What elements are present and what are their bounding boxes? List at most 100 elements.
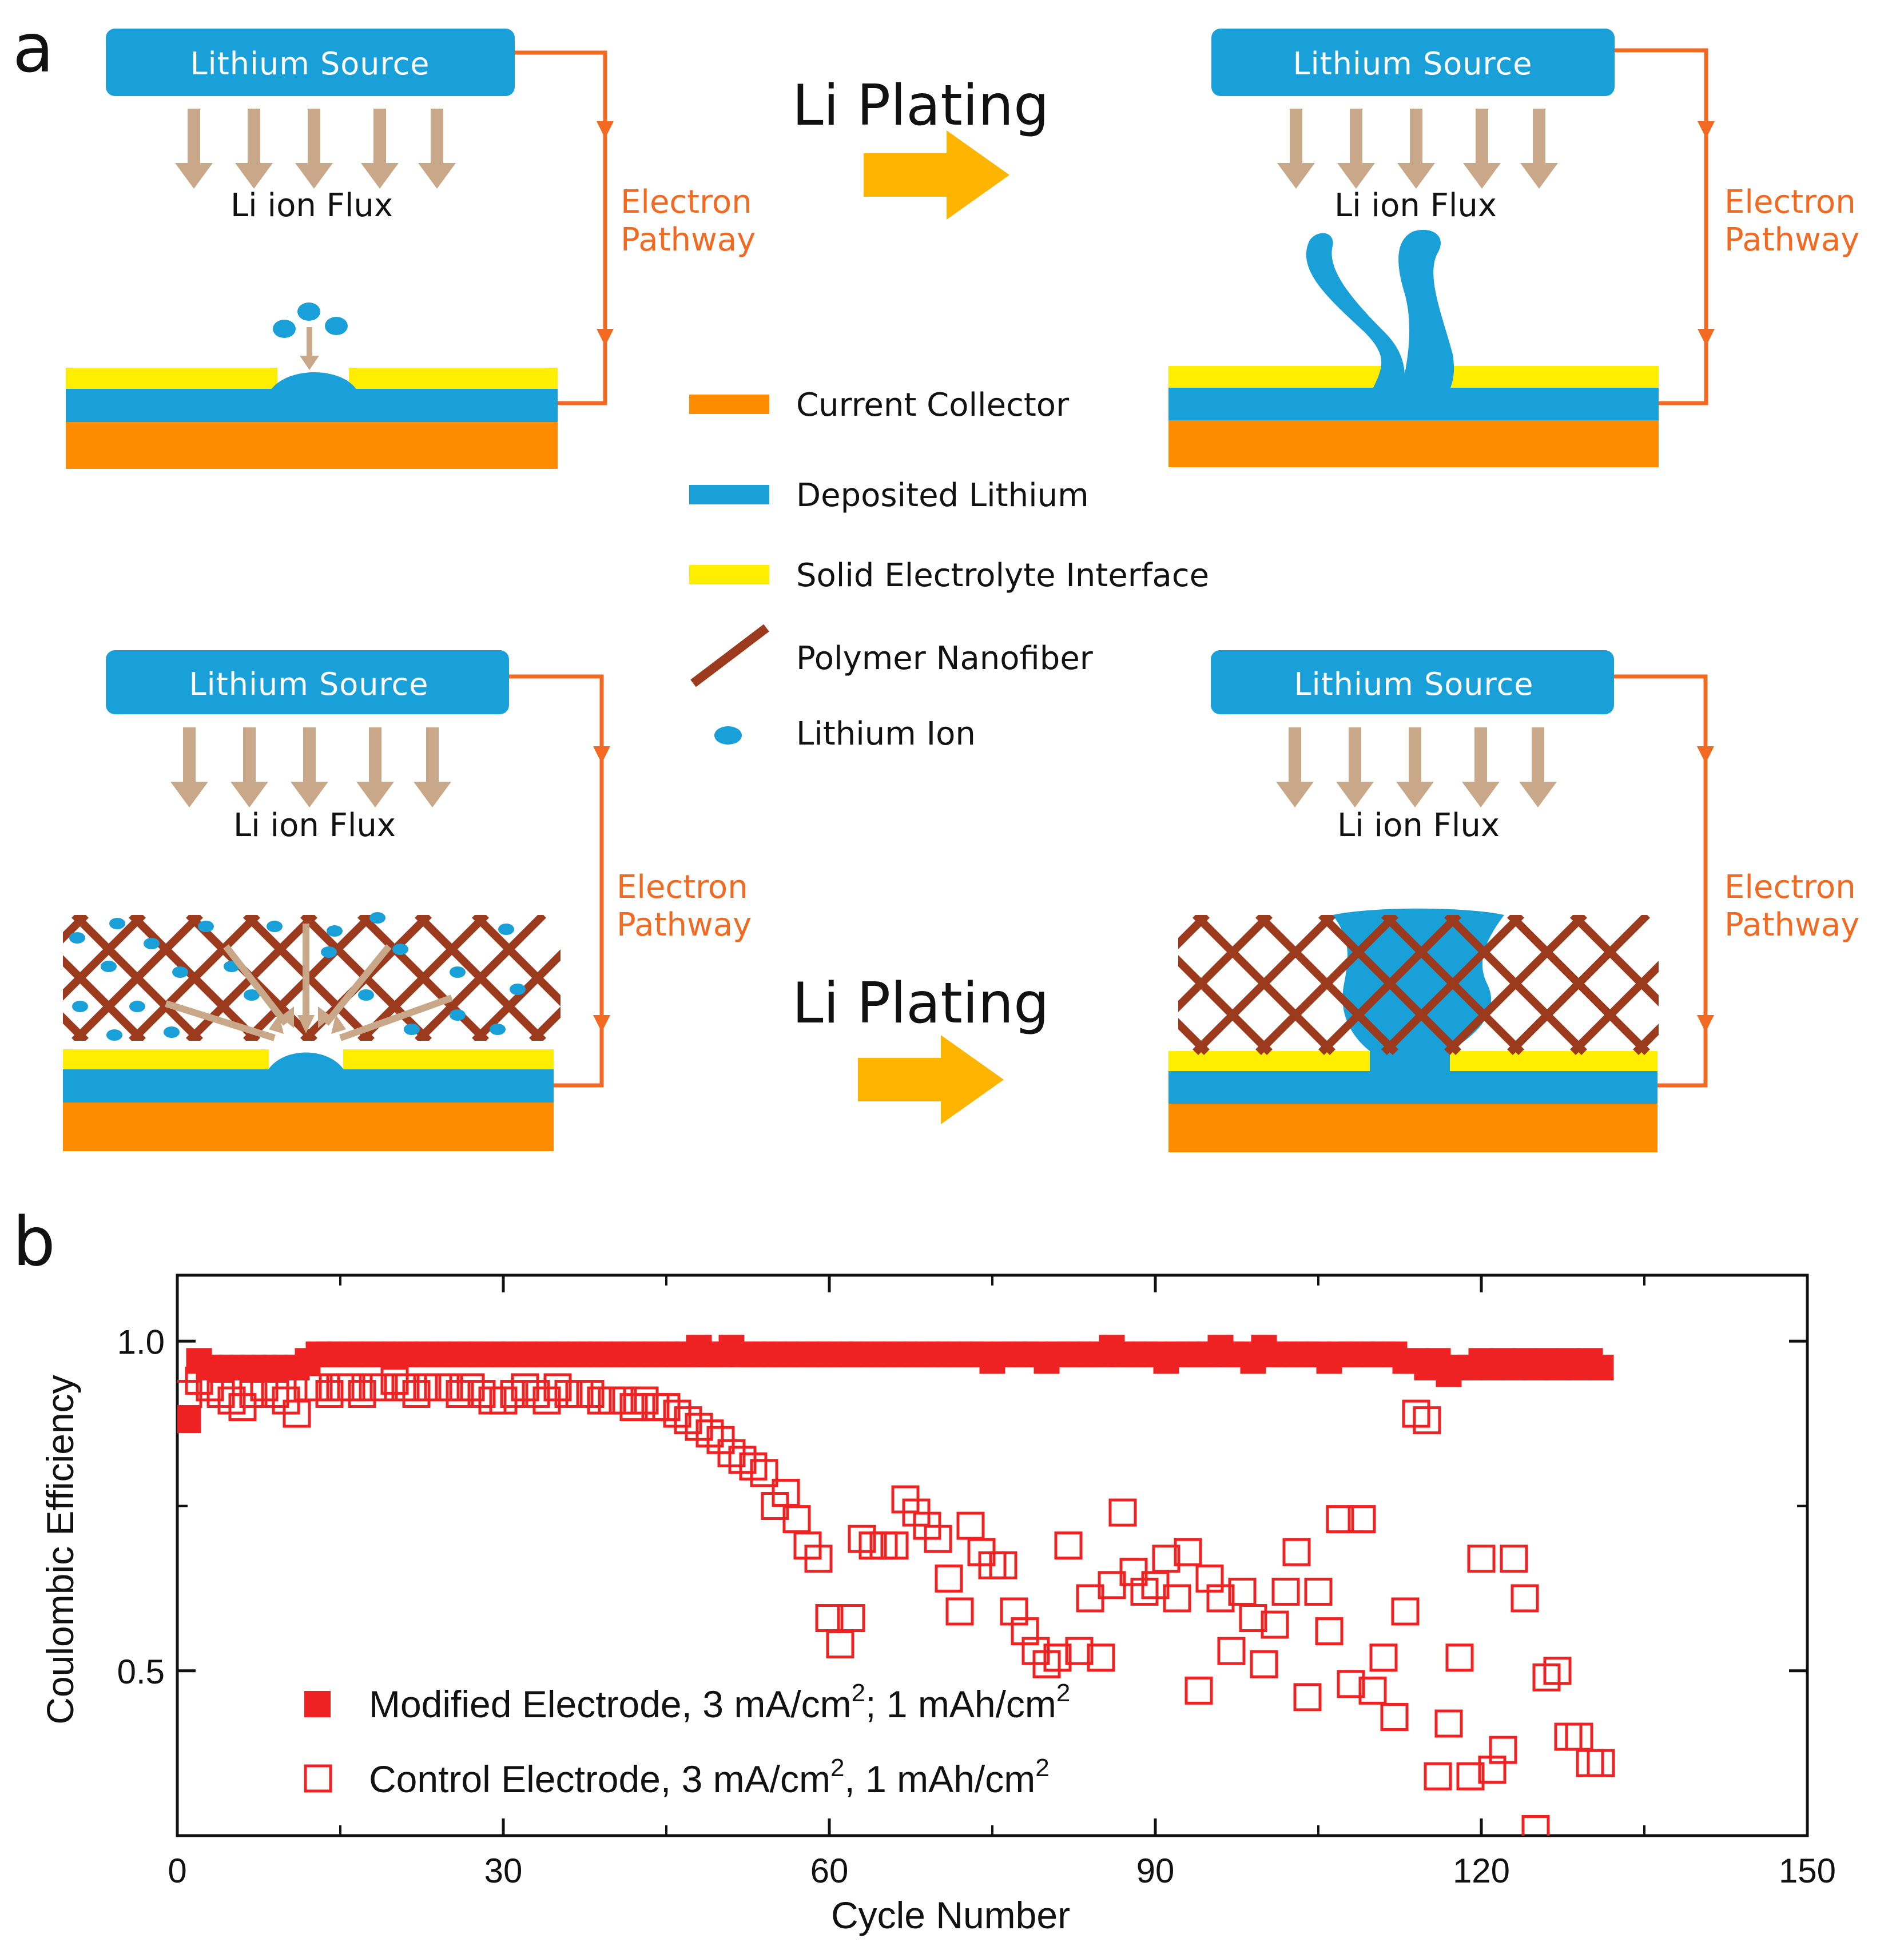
control-electrode-point — [261, 1380, 289, 1408]
polymer-nanofiber-mesh — [1178, 915, 1659, 1055]
scene-bottom-left: Lithium Source Li ion Flux Electron Path… — [63, 650, 752, 1151]
control-electrode-point — [543, 1373, 572, 1402]
legend-marker-modified — [304, 1691, 331, 1717]
flux-arrows — [170, 727, 451, 807]
control-electrode-point — [837, 1604, 865, 1633]
control-electrode-point — [1369, 1643, 1398, 1672]
control-electrode-point — [348, 1380, 376, 1408]
control-electrode-point — [989, 1551, 1017, 1579]
lithium-source-label: Lithium Source — [1294, 666, 1534, 702]
lithium-source-box — [1211, 650, 1614, 714]
current-collector — [1168, 420, 1659, 467]
control-electrode-point — [1424, 1762, 1452, 1790]
lithium-ion — [273, 320, 296, 338]
lithium-source-label: Lithium Source — [1293, 46, 1533, 82]
electron-pathway-line — [509, 674, 604, 1088]
panel-a-label: a — [13, 9, 54, 87]
lithium-ion — [325, 317, 348, 335]
sei-layer — [349, 368, 558, 389]
data-markers — [177, 1335, 1615, 1836]
control-electrode-point — [1239, 1604, 1267, 1633]
control-electrode-point — [826, 1630, 854, 1659]
scene-bottom-right: Lithium Source Li ion Flux Electron Path… — [1168, 650, 1859, 1152]
control-electrode-point — [956, 1511, 985, 1540]
sei-layer — [343, 1049, 554, 1069]
deposited-lithium-layer — [1168, 1071, 1657, 1104]
control-electrode-point — [619, 1393, 648, 1422]
control-electrode-point — [1434, 1709, 1463, 1738]
x-tick-label: 60 — [810, 1852, 849, 1890]
electron-pathway-label-line2: Pathway — [621, 221, 756, 258]
x-tick-label: 30 — [484, 1852, 523, 1890]
control-electrode-point — [391, 1373, 420, 1402]
control-electrode-point — [1337, 1670, 1365, 1698]
flux-arrows — [1277, 109, 1558, 189]
x-axis-label: Cycle Number — [831, 1894, 1070, 1936]
x-tick-label: 90 — [1136, 1852, 1175, 1890]
control-electrode-point — [1000, 1597, 1028, 1626]
li-ion-flux-label: Li ion Flux — [233, 807, 396, 844]
control-electrode-point — [1130, 1577, 1159, 1606]
control-electrode-point — [1271, 1577, 1300, 1606]
sei-layer — [63, 1049, 269, 1069]
lithium-source-box — [106, 650, 509, 714]
control-electrode-point — [1587, 1749, 1615, 1777]
y-axis-label: Coulombic Efficiency — [39, 1375, 81, 1724]
control-electrode-point — [1217, 1637, 1246, 1665]
legend-marker-control — [304, 1764, 332, 1793]
deposited-lithium-layer — [63, 1069, 554, 1103]
control-electrode-point — [217, 1386, 246, 1415]
electron-pathway-line — [515, 50, 607, 405]
control-electrode-point — [1152, 1545, 1180, 1573]
plating-arrow — [858, 1035, 1004, 1124]
control-electrode-point — [1402, 1399, 1430, 1428]
control-electrode-point — [1554, 1722, 1583, 1751]
control-electrode-point — [1304, 1577, 1333, 1606]
deposited-lithium-column — [1333, 908, 1504, 1072]
li-ion-flux-label: Li ion Flux — [1337, 807, 1500, 844]
lithium-source-box — [106, 29, 515, 96]
sei-layer — [66, 368, 277, 389]
control-electrode-point — [522, 1380, 550, 1408]
control-electrode-point — [609, 1386, 637, 1415]
legend-label-modified: Modified Electrode, 3 mA/cm2; 1 mAh/cm2 — [369, 1679, 1070, 1725]
control-electrode-point — [1163, 1584, 1191, 1613]
legend-swatch-polymer-nanofiber — [690, 624, 769, 687]
control-electrode-point — [1087, 1643, 1115, 1672]
control-electrode-point — [1456, 1762, 1485, 1790]
control-electrode-point — [1195, 1564, 1224, 1593]
control-electrode-point — [467, 1380, 496, 1408]
electron-pathway-label: Electron — [621, 184, 752, 221]
control-electrode-point — [1206, 1584, 1235, 1613]
legend-label-current-collector: Current Collector — [796, 387, 1070, 424]
lithium-nucleus — [270, 372, 357, 391]
control-electrode-point — [1358, 1676, 1387, 1705]
deposited-lithium-layer — [66, 389, 558, 422]
control-electrode-point — [369, 1373, 398, 1402]
li-ion-flux-label: Li ion Flux — [1334, 187, 1497, 224]
control-electrode-point — [1489, 1736, 1517, 1764]
control-electrode-point — [576, 1380, 605, 1408]
flux-arrows — [175, 109, 456, 189]
flux-arrows — [1276, 727, 1557, 807]
control-electrode-point — [739, 1452, 768, 1481]
control-electrode-point — [1282, 1538, 1311, 1566]
control-electrode-point — [1054, 1531, 1083, 1560]
lithium-source-label: Lithium Source — [189, 666, 429, 702]
panel-b-label: b — [13, 1202, 55, 1281]
control-electrode-point — [1011, 1617, 1039, 1646]
sei-layer — [1446, 1051, 1657, 1071]
x-tick-label: 120 — [1453, 1852, 1510, 1890]
control-electrode-point — [1184, 1676, 1213, 1705]
lithium-dendrite — [1306, 233, 1405, 389]
electron-pathway-line — [1614, 674, 1708, 1088]
lithium-dendrite — [1398, 229, 1454, 389]
control-electrode-point — [1478, 1756, 1506, 1784]
control-electrode-point — [446, 1380, 474, 1408]
x-tick-label: 0 — [168, 1852, 186, 1890]
x-tick-label: 150 — [1779, 1852, 1836, 1890]
control-electrode-point — [1043, 1643, 1072, 1672]
li-plating-label: Li Plating — [792, 73, 1049, 138]
modified-electrode-point — [177, 1407, 201, 1434]
